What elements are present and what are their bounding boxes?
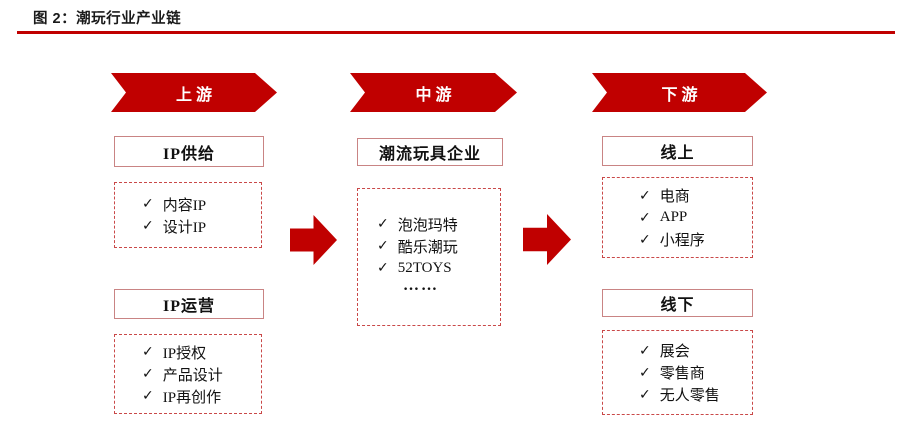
list-item-label: 酷乐潮玩 (397, 239, 458, 256)
list-item: ✓ 设计IP (142, 215, 261, 237)
check-icon: ✓ (377, 260, 389, 276)
list-item-label: 52TOYS (397, 259, 452, 276)
list-item-label: 泡泡玛特 (397, 217, 458, 234)
list-item-label: 展会 (659, 344, 690, 360)
list-offline: ✓ 展会 ✓ 零售商 ✓ 无人零售 (602, 330, 753, 415)
list-item-label: 小程序 (659, 233, 705, 249)
header-ip-operation: IP运营 (114, 289, 264, 319)
title-underline (17, 31, 895, 34)
list-item-label: 电商 (659, 189, 690, 205)
list-item: ✓ IP授权 (142, 341, 261, 363)
right-arrow-icon (290, 215, 337, 265)
list-item: ✓ APP (639, 207, 752, 229)
list-item: ✓ 产品设计 (142, 363, 261, 385)
banner-upstream: 上游 (111, 73, 277, 112)
list-item-label: 无人零售 (659, 388, 720, 404)
list-item-label: 设计IP (162, 219, 207, 236)
header-online: 线上 (602, 136, 753, 166)
list-item: ✓ 内容IP (142, 193, 261, 215)
list-item-label: 零售商 (659, 366, 705, 382)
banner-upstream-label: 上游 (175, 86, 216, 104)
check-icon: ✓ (639, 187, 651, 204)
check-icon: ✓ (377, 238, 389, 254)
list-item: ✓ 展会 (639, 340, 752, 362)
header-ip-supply: IP供给 (114, 136, 264, 167)
list-item-label: IP再创作 (162, 389, 222, 406)
check-icon: ✓ (142, 218, 154, 234)
check-icon: ✓ (142, 344, 154, 360)
header-toy-companies: 潮流玩具企业 (357, 138, 503, 166)
header-ip-supply-label: IP供给 (162, 145, 215, 163)
check-icon: ✓ (639, 386, 651, 403)
list-item: ✓ 零售商 (639, 362, 752, 384)
list-item-label: 产品设计 (162, 367, 223, 384)
list-item-label: APP (659, 209, 688, 225)
figure-title: 图 2：潮玩行业产业链 (33, 11, 182, 27)
banner-midstream: 中游 (350, 73, 517, 112)
right-arrow-icon (523, 214, 571, 265)
list-ip-supply: ✓ 内容IP ✓ 设计IP (114, 182, 262, 248)
list-item: ✓ 小程序 (639, 229, 752, 251)
list-toy-companies: ✓ 泡泡玛特 ✓ 酷乐潮玩 ✓ 52TOYS …… (357, 188, 501, 326)
list-item: ✓ 无人零售 (639, 384, 752, 406)
list-item-label: IP授权 (162, 345, 207, 362)
list-ip-operation: ✓ IP授权 ✓ 产品设计 ✓ IP再创作 (114, 334, 262, 414)
check-icon: ✓ (639, 231, 651, 248)
banner-midstream-label: 中游 (415, 86, 456, 104)
list-item: ✓ 酷乐潮玩 (377, 235, 500, 257)
check-icon: ✓ (142, 366, 154, 382)
list-item: ✓ 电商 (639, 185, 752, 207)
check-icon: ✓ (639, 364, 651, 381)
ellipsis-label: …… (403, 277, 439, 294)
list-item: ✓ 泡泡玛特 (377, 213, 500, 235)
banner-downstream: 下游 (592, 73, 767, 112)
list-item: ✓ 52TOYS (377, 257, 500, 279)
list-item-label: 内容IP (162, 197, 207, 214)
header-ip-operation-label: IP运营 (162, 298, 215, 315)
banner-downstream-label: 下游 (661, 86, 702, 104)
ellipsis-row: …… (377, 277, 500, 301)
check-icon: ✓ (142, 196, 154, 212)
header-online-label: 线上 (660, 145, 695, 162)
list-online: ✓ 电商 ✓ APP ✓ 小程序 (602, 177, 753, 258)
header-toy-companies-label: 潮流玩具企业 (378, 146, 481, 163)
check-icon: ✓ (142, 388, 154, 404)
header-offline: 线下 (602, 289, 753, 317)
header-offline-label: 线下 (660, 297, 695, 314)
check-icon: ✓ (377, 216, 389, 232)
list-item: ✓ IP再创作 (142, 385, 261, 407)
check-icon: ✓ (639, 342, 651, 359)
check-icon: ✓ (639, 209, 651, 226)
